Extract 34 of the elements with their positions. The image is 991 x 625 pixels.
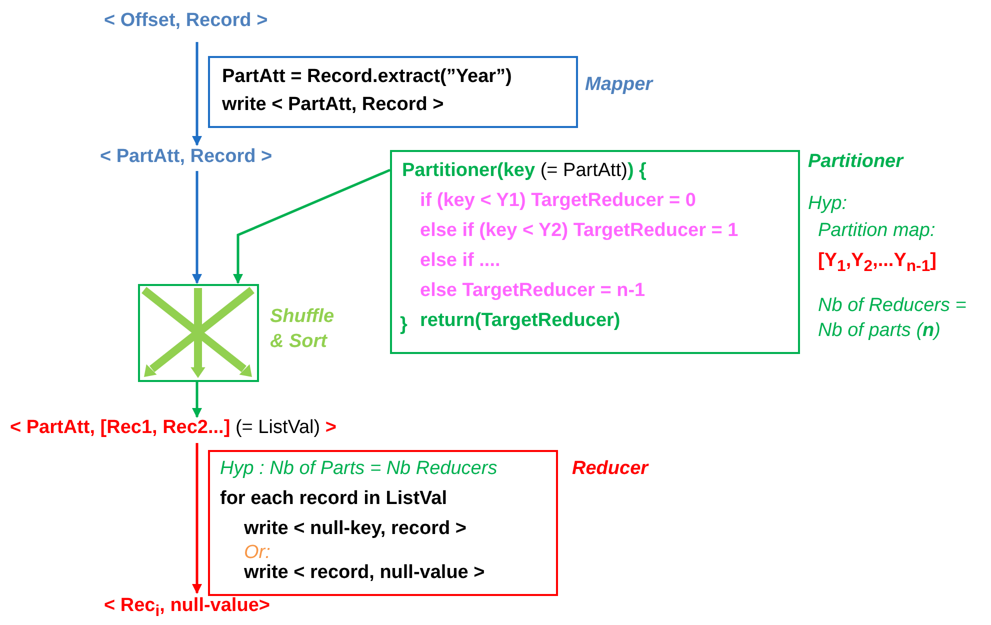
flow-label: < Offset, Record > — [100, 10, 275, 36]
role-label: Shuffle & Sort — [270, 305, 336, 354]
code-line: PartAtt = Record.extract(”Year”) — [222, 66, 512, 88]
reducer-box — [208, 450, 558, 596]
code-line: write < null-key, record > — [244, 518, 466, 540]
role-label: Partitioner — [808, 150, 905, 174]
flow-label: < PartAtt, [Rec1, Rec2...] (= ListVal) > — [6, 417, 392, 443]
code-line: else TargetReducer = n-1 — [420, 280, 646, 302]
role-label: Reducer — [572, 457, 650, 481]
code-line: Partitioner(key (= PartAtt)) { — [402, 160, 646, 182]
side-note: Hyp: — [808, 192, 848, 216]
mapper-box — [208, 56, 578, 128]
code-line: } — [400, 314, 408, 336]
code-line: if (key < Y1) TargetReducer = 0 — [420, 190, 696, 212]
arrow — [192, 443, 202, 594]
code-line: return(TargetReducer) — [420, 310, 620, 332]
arrow — [233, 168, 390, 284]
code-line: Or: — [244, 542, 270, 564]
code-line: write < record, null-value > — [244, 562, 485, 584]
arrow — [192, 171, 202, 284]
code-line: else if .... — [420, 250, 500, 272]
flow-label: < PartAtt, Record > — [96, 146, 278, 172]
side-note: Partition map: — [818, 219, 936, 243]
role-label: Mapper — [585, 73, 654, 97]
partitioner-box — [390, 150, 800, 354]
arrow — [192, 42, 202, 146]
code-line: else if (key < Y2) TargetReducer = 1 — [420, 220, 738, 242]
side-note: [Y$_{1}$,Y$_{2}$,...Y$_{n-1}$] — [818, 249, 938, 277]
code-line: Hyp : Nb of Parts = Nb Reducers — [220, 458, 498, 480]
arrow — [192, 382, 202, 418]
flow-label: < Rec$_{i}$, null-value> — [100, 595, 300, 621]
side-note: Nb of Reducers = Nb of parts (n) — [818, 294, 968, 343]
code-line: write < PartAtt, Record > — [222, 94, 444, 116]
code-line: for each record in ListVal — [220, 488, 448, 510]
